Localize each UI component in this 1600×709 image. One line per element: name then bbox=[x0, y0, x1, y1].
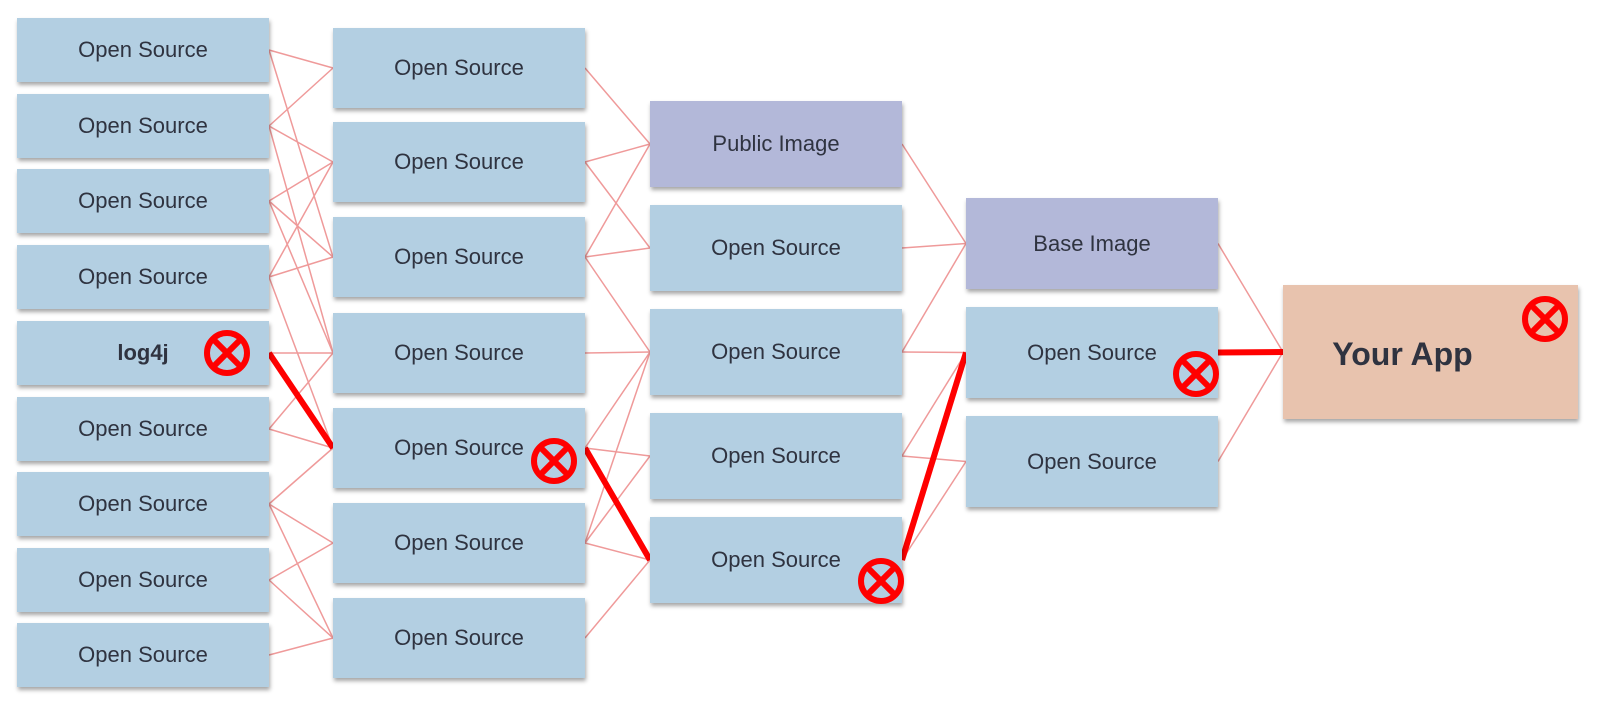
node-label: Open Source bbox=[78, 264, 208, 289]
dependency-edge bbox=[901, 143, 967, 244]
dependency-edge bbox=[268, 256, 334, 278]
dependency-edge bbox=[901, 351, 967, 354]
node-C5: Open Source bbox=[333, 408, 585, 488]
node-label: Open Source bbox=[711, 235, 841, 260]
node-label: Open Source bbox=[78, 567, 208, 592]
dependency-edge bbox=[268, 447, 334, 505]
node-label: Open Source bbox=[394, 340, 524, 365]
dependency-edge bbox=[584, 143, 651, 258]
dependency-edge bbox=[584, 351, 651, 449]
dependency-edge bbox=[268, 200, 334, 354]
dependency-edge bbox=[268, 579, 334, 639]
dependency-edge bbox=[584, 143, 651, 163]
dependency-edge bbox=[268, 49, 334, 258]
node-M2: Open Source bbox=[650, 205, 902, 291]
dependency-edge bbox=[268, 503, 334, 639]
node-your-app: Your App bbox=[1283, 285, 1578, 419]
node-C1: Open Source bbox=[333, 28, 585, 108]
node-label: Open Source bbox=[78, 416, 208, 441]
dependency-edge bbox=[268, 637, 334, 656]
node-label: Public Image bbox=[712, 131, 840, 156]
node-label: Open Source bbox=[394, 244, 524, 269]
node-M4: Open Source bbox=[650, 413, 902, 499]
dependency-edge bbox=[584, 247, 651, 258]
dependency-edge bbox=[268, 49, 334, 69]
node-L9: Open Source bbox=[17, 623, 269, 687]
dependency-edge bbox=[584, 351, 651, 354]
node-B2: Open Source bbox=[966, 307, 1218, 398]
dependency-edge bbox=[268, 352, 334, 430]
dependency-edge bbox=[584, 542, 651, 561]
node-label: Open Source bbox=[78, 642, 208, 667]
dependency-edge bbox=[584, 256, 651, 353]
node-label: Open Source bbox=[394, 530, 524, 555]
node-label: Open Source bbox=[394, 625, 524, 650]
node-C4: Open Source bbox=[333, 313, 585, 393]
dependency-edge bbox=[901, 461, 967, 561]
node-label: Open Source bbox=[394, 435, 524, 460]
node-label: Open Source bbox=[711, 443, 841, 468]
dependency-edge bbox=[268, 161, 334, 202]
dependency-edge bbox=[584, 67, 651, 145]
node-public-image: Public Image bbox=[650, 101, 902, 187]
node-L8: Open Source bbox=[17, 548, 269, 612]
vulnerable-edge bbox=[582, 446, 653, 562]
dependency-edge bbox=[1217, 351, 1284, 462]
node-label: Open Source bbox=[78, 491, 208, 516]
vulnerable-edge bbox=[899, 351, 969, 561]
node-label: Open Source bbox=[1027, 339, 1157, 365]
node-L3: Open Source bbox=[17, 169, 269, 233]
node-M5: Open Source bbox=[650, 517, 902, 603]
node-M3: Open Source bbox=[650, 309, 902, 395]
dependency-edge bbox=[584, 559, 651, 639]
node-label: Open Source bbox=[711, 547, 841, 572]
node-L6: Open Source bbox=[17, 397, 269, 461]
dependency-edge bbox=[268, 125, 334, 354]
node-L7: Open Source bbox=[17, 472, 269, 536]
node-label: Open Source bbox=[394, 149, 524, 174]
dependency-edge bbox=[268, 542, 334, 581]
node-log4j: log4j bbox=[17, 321, 269, 385]
node-L2: Open Source bbox=[17, 94, 269, 158]
node-label: log4j bbox=[117, 340, 169, 365]
node-label: Open Source bbox=[394, 55, 524, 80]
node-L4: Open Source bbox=[17, 245, 269, 309]
node-L1: Open Source bbox=[17, 18, 269, 82]
dependency-edge bbox=[268, 276, 334, 449]
node-C2: Open Source bbox=[333, 122, 585, 202]
node-C6: Open Source bbox=[333, 503, 585, 583]
node-C3: Open Source bbox=[333, 217, 585, 297]
dependency-edge bbox=[268, 200, 334, 258]
node-label: Open Source bbox=[78, 37, 208, 62]
node-base-image: Base Image bbox=[966, 198, 1218, 289]
dependency-edge bbox=[268, 67, 334, 127]
dependency-edge bbox=[268, 161, 334, 278]
dependency-edge bbox=[901, 242, 967, 249]
node-label: Open Source bbox=[1027, 448, 1157, 474]
dependency-edge bbox=[901, 243, 967, 353]
node-label: Open Source bbox=[711, 339, 841, 364]
dependency-edge bbox=[268, 428, 334, 449]
dependency-edge bbox=[584, 351, 651, 544]
vulnerable-edge bbox=[1217, 349, 1284, 356]
dependency-edge bbox=[584, 447, 651, 457]
node-B3: Open Source bbox=[966, 416, 1218, 507]
node-label: Open Source bbox=[78, 113, 208, 138]
dependency-edge bbox=[901, 352, 967, 457]
dependency-edge bbox=[268, 503, 334, 544]
node-label: Base Image bbox=[1033, 230, 1151, 256]
dependency-edge bbox=[584, 161, 651, 249]
dependency-edge bbox=[268, 125, 334, 163]
vulnerable-edge bbox=[266, 351, 336, 450]
node-label: Open Source bbox=[78, 188, 208, 213]
dependency-edge bbox=[1217, 243, 1284, 353]
node-label: Your App bbox=[1332, 335, 1473, 372]
node-C7: Open Source bbox=[333, 598, 585, 678]
